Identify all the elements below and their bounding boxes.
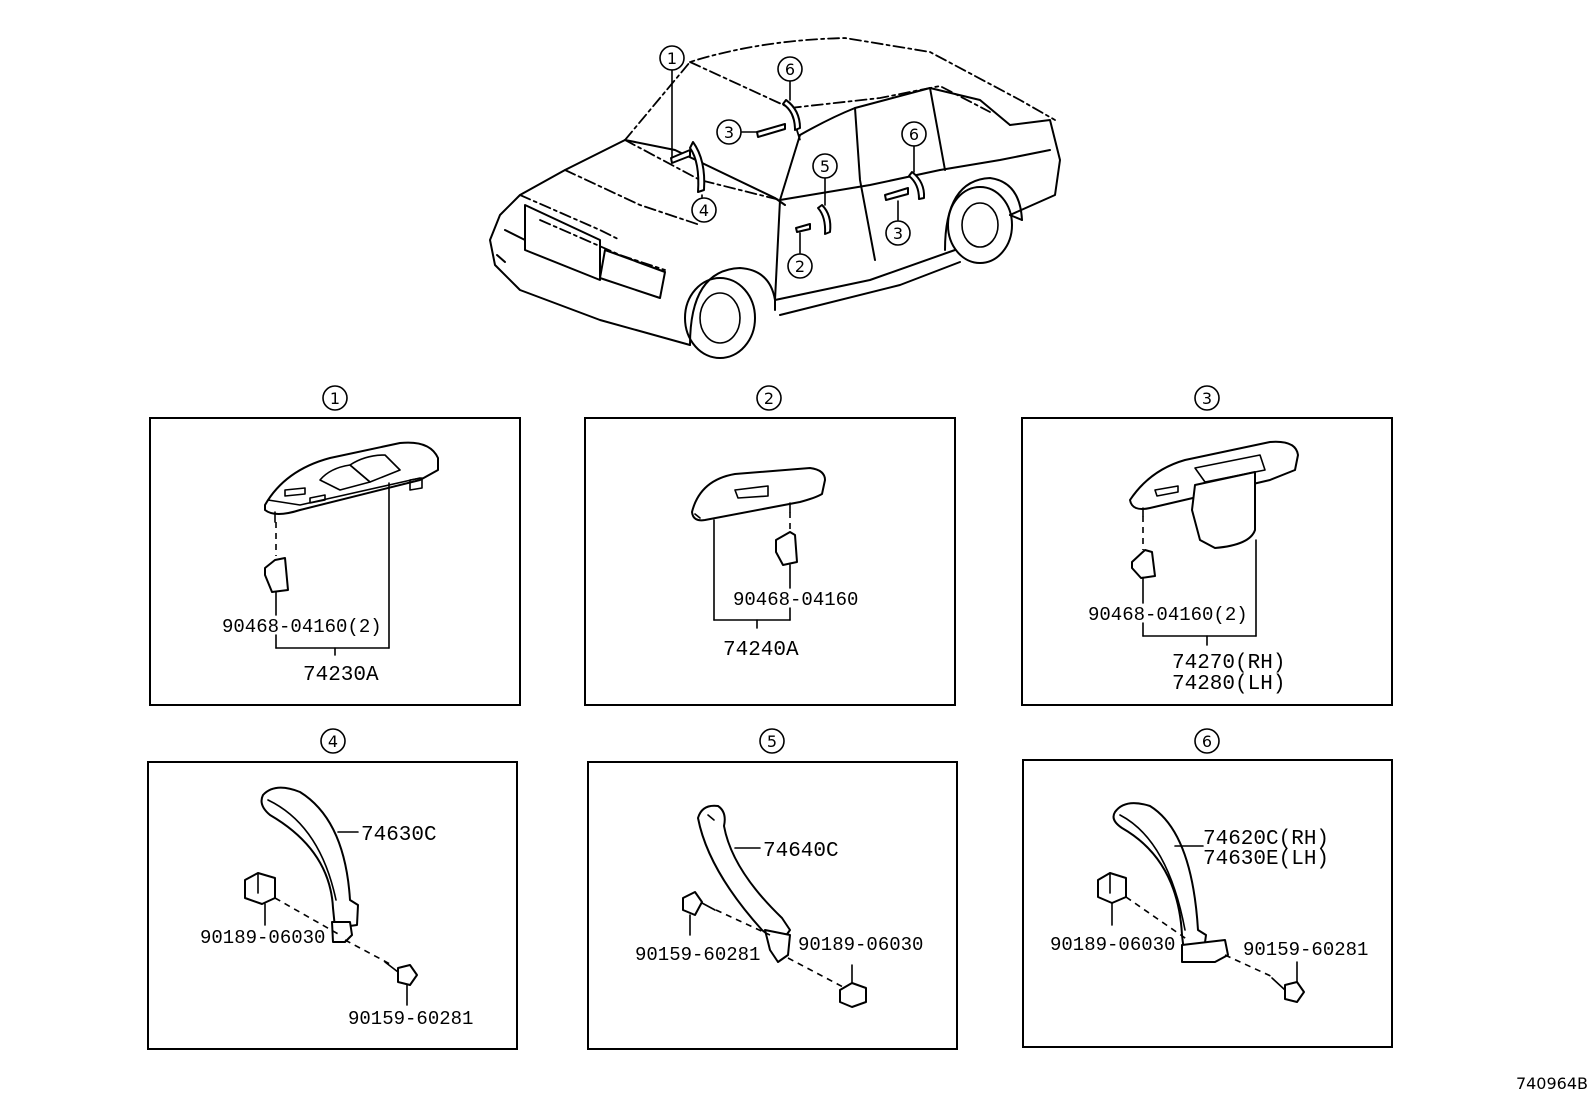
switch-base-2-shape — [691, 467, 826, 522]
panel-5: 5 74640C 90159-60281 90189-06030 — [587, 728, 958, 1050]
panel-1-clip-part: 90468-04160(2) — [222, 616, 382, 638]
panel-5-nut-part: 90189-06030 — [798, 934, 923, 956]
switch-base-1-shape — [264, 441, 439, 515]
screw-6-shape — [1284, 981, 1305, 1003]
car-callout-1: 1 — [659, 45, 685, 71]
panel-3-assembly-rh-part: 74270(RH) — [1172, 652, 1285, 675]
panel-3: 3 90468-04160(2) 74270(RH) 74280(LH) — [1021, 385, 1393, 706]
nut-5-shape — [839, 982, 867, 1008]
panel-3-clip-part: 90468-04160(2) — [1088, 604, 1248, 626]
clip-3-shape — [1131, 549, 1156, 579]
clip-1-shape — [264, 557, 289, 593]
panel-6-nut-part: 90189-06030 — [1050, 934, 1175, 956]
screw-5-shape — [682, 891, 703, 916]
car-callout-2: 2 — [787, 253, 813, 279]
grip-handle-6-shape — [1112, 802, 1207, 953]
panel-5-handle-part: 74640C — [763, 840, 839, 863]
switch-base-3-shape — [1129, 440, 1299, 510]
car-callout-3b: 3 — [885, 220, 911, 246]
screw-4-shape — [397, 964, 418, 986]
panel-1-assembly-part: 74230A — [303, 664, 379, 687]
panel-2-assembly-part: 74240A — [723, 639, 799, 662]
car-overview — [489, 37, 1061, 359]
panel-4: 4 74630C 90189-06030 90159-60281 — [147, 728, 518, 1050]
car-callout-6a-label: 6 — [785, 60, 795, 79]
car-callout-4: 4 — [691, 197, 717, 223]
panel-5-screw-part: 90159-60281 — [635, 944, 760, 966]
panel-1: 1 90468-04160(2) 74230A — [149, 385, 521, 706]
nut-4-shape — [244, 872, 276, 905]
panel-4-nut-part: 90189-06030 — [200, 927, 325, 949]
panel-1-number: 1 — [330, 389, 340, 408]
panel-6-handle-rh-part: 74620C(RH) — [1203, 828, 1329, 851]
grip-handle-4-shape — [260, 786, 359, 929]
panel-6-handle-lh-part: 74630E(LH) — [1203, 848, 1329, 871]
grip-handle-5-shape — [697, 804, 791, 945]
panel-3-number: 3 — [1202, 389, 1212, 408]
car-callout-6a: 6 — [777, 56, 803, 82]
panel-2: 2 90468-04160 74240A — [584, 385, 956, 706]
car-callout-1-label: 1 — [667, 49, 677, 68]
car-callout-5-label: 5 — [820, 157, 830, 176]
reference-code: 740964B — [1515, 1074, 1588, 1093]
clip-2-shape — [775, 531, 798, 566]
car-callout-5: 5 — [812, 153, 838, 179]
car-callout-2-label: 2 — [795, 257, 805, 276]
panel-4-screw-part: 90159-60281 — [348, 1008, 473, 1030]
car-callout-3b-label: 3 — [893, 224, 903, 243]
car-callout-4-label: 4 — [699, 201, 709, 220]
panel-4-number: 4 — [328, 732, 338, 751]
panel-3-assembly-lh-part: 74280(LH) — [1172, 673, 1285, 696]
panel-6-screw-part: 90159-60281 — [1243, 939, 1368, 961]
panel-6-number: 6 — [1202, 732, 1212, 751]
nut-6-shape — [1097, 872, 1127, 904]
car-callout-6b-label: 6 — [909, 125, 919, 144]
car-callout-3a-label: 3 — [724, 123, 734, 142]
panel-4-handle-part: 74630C — [361, 824, 437, 847]
car-callout-3a: 3 — [716, 119, 742, 145]
panel-2-number: 2 — [764, 389, 774, 408]
panel-5-number: 5 — [767, 732, 777, 751]
pocket-3-shape — [1191, 471, 1256, 549]
panel-6: 6 74620C(RH) 74630E(LH) 90189-06030 9015… — [1022, 728, 1393, 1048]
car-callout-6b: 6 — [901, 121, 927, 147]
panel-2-clip-part: 90468-04160 — [733, 589, 858, 611]
